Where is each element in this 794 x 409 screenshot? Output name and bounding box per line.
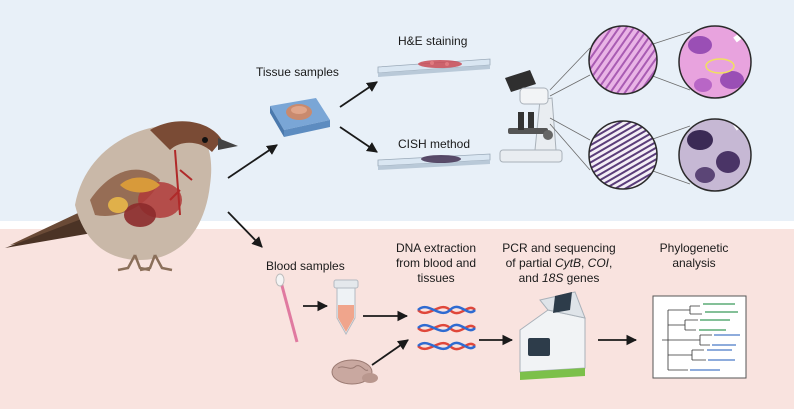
cish-micrograph-high xyxy=(678,118,752,192)
label-tissue-samples: Tissue samples xyxy=(256,65,339,79)
dna-extraction-line-1: DNA extraction xyxy=(395,241,477,255)
phylogenetic-tree-icon xyxy=(652,295,747,379)
label-cish-method: CISH method xyxy=(398,137,471,151)
pcr-machine-icon xyxy=(519,291,586,380)
blood-swab-icon xyxy=(275,273,299,343)
gene-cytb: CytB xyxy=(554,256,581,270)
he-micrograph-low xyxy=(588,25,658,95)
zoom-lines xyxy=(549,31,691,185)
gene-18s: 18S xyxy=(541,271,564,285)
label-dna-extraction: DNA extraction from blood and tissues xyxy=(381,241,491,286)
pcr-line-3-suffix: genes xyxy=(563,271,600,285)
pcr-line-3-prefix: and xyxy=(518,271,542,285)
he-micrograph-high xyxy=(678,25,752,99)
sparrow-icon xyxy=(5,121,238,272)
arrow-to-blood xyxy=(227,211,263,248)
pcr-sep-1: , xyxy=(581,256,588,270)
pcr-sep-2: , xyxy=(609,256,613,270)
arrow-to-he xyxy=(339,81,378,108)
microscope-icon xyxy=(499,70,563,163)
cish-slide-icon xyxy=(377,153,491,170)
dna-extraction-line-2: from blood and xyxy=(395,256,477,270)
tissue-cassette-icon xyxy=(270,98,330,137)
dna-helix-icon xyxy=(417,305,476,351)
gene-coi: COI xyxy=(587,256,610,270)
blood-tube-icon xyxy=(333,279,359,336)
brain-icon xyxy=(331,359,378,385)
arrow-to-tissue xyxy=(227,144,278,179)
pcr-line-2-prefix: of partial xyxy=(505,256,555,270)
pcr-line-2: of partial CytB, COI, xyxy=(492,256,626,271)
label-pcr-sequencing: PCR and sequencing of partial CytB, COI,… xyxy=(492,241,626,286)
label-he-staining: H&E staining xyxy=(398,34,468,48)
label-phylogenetic-analysis: Phylogenetic analysis xyxy=(646,241,742,271)
dna-extraction-line-3: tissues xyxy=(417,271,455,285)
phylogenetic-line-2: analysis xyxy=(672,256,716,270)
cish-micrograph-low xyxy=(588,120,658,190)
label-blood-samples: Blood samples xyxy=(266,259,345,273)
phylogenetic-line-1: Phylogenetic xyxy=(659,241,729,255)
he-slide-icon xyxy=(377,58,491,77)
pcr-line-1: PCR and sequencing xyxy=(502,241,616,255)
pcr-line-3: and 18S genes xyxy=(492,271,626,286)
arrow-brain-to-dna xyxy=(371,339,409,366)
arrow-to-cish xyxy=(339,126,378,153)
